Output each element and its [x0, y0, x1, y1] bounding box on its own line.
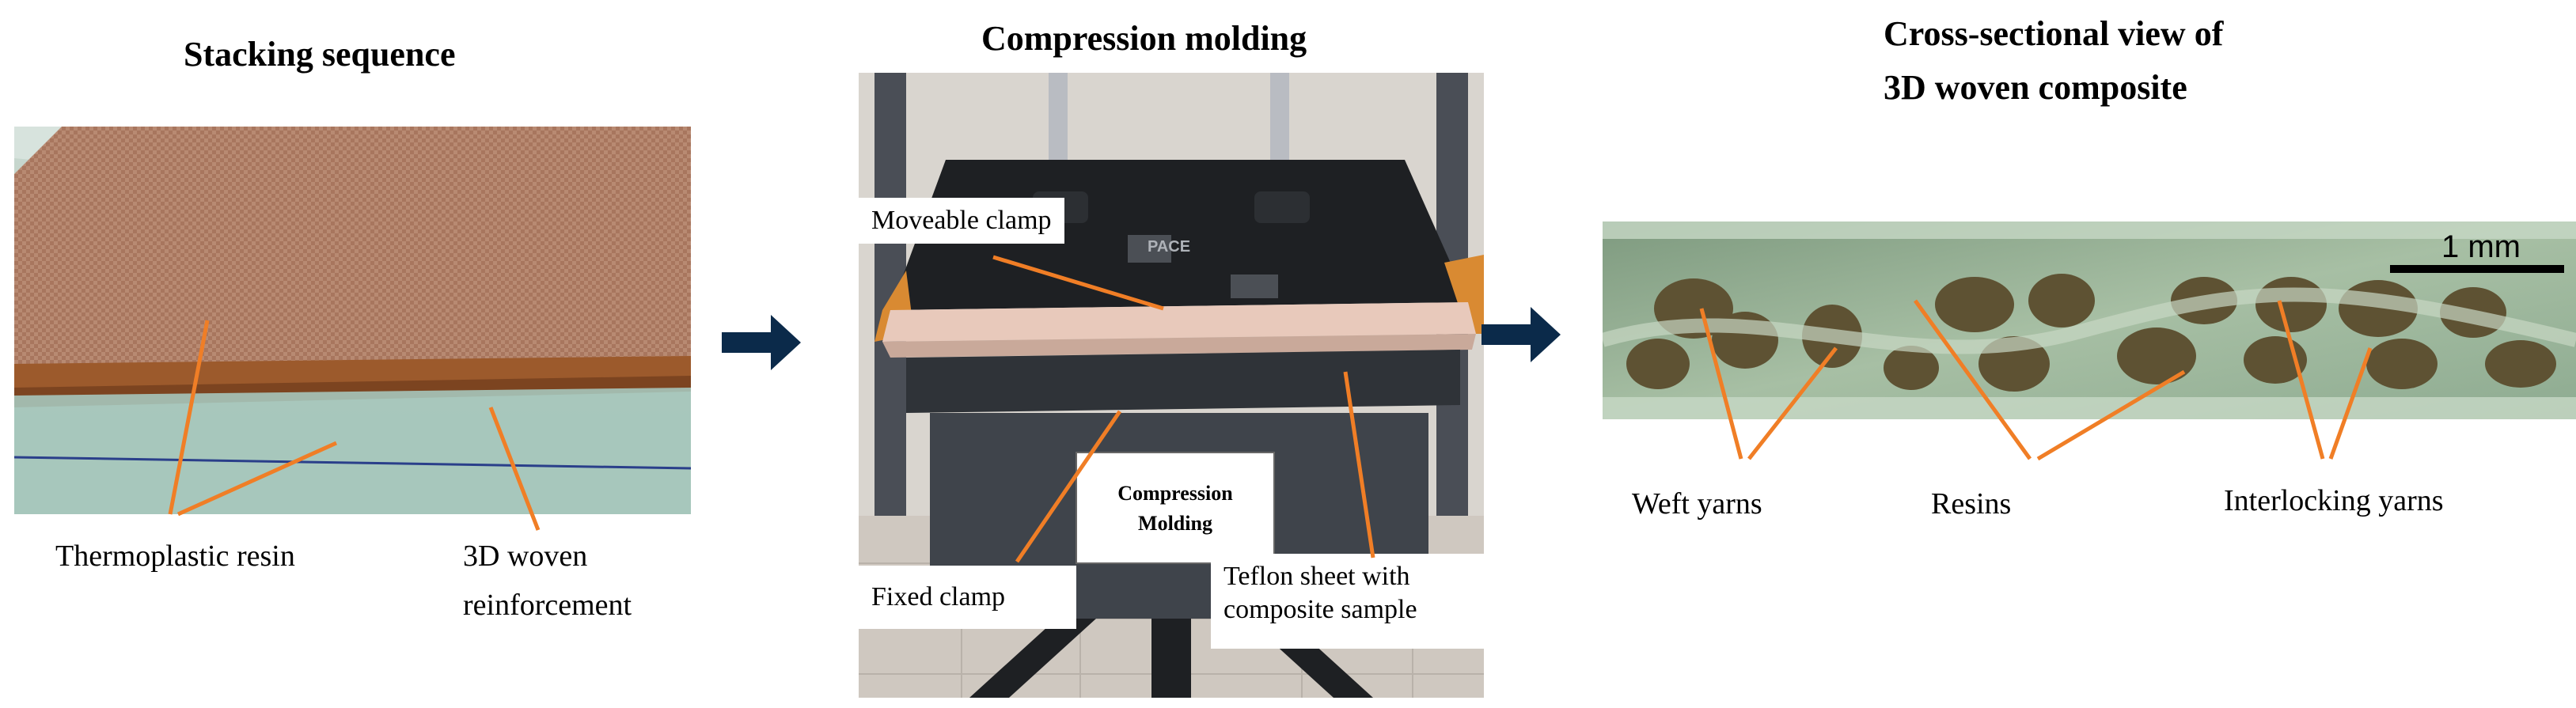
weft-yarns-label: Weft yarns [1632, 487, 1762, 521]
reinforcement-label-line1: 3D woven [463, 540, 588, 573]
resins-label: Resins [1931, 487, 2012, 521]
reinforcement-label-line2: reinforcement [463, 589, 632, 622]
compression-title: Compression molding [981, 19, 1307, 58]
teflon-callout-line1: Teflon sheet with [1224, 562, 1410, 591]
interlocking-yarns-label: Interlocking yarns [2224, 484, 2444, 517]
arrow-right-icon [722, 315, 801, 370]
cross-section-micrograph: 1 mm [1603, 221, 2576, 419]
compression-pointers [992, 255, 1375, 563]
sign-line2: Molding [1138, 512, 1212, 535]
brand-text: PACE [1148, 238, 1190, 256]
fixed-clamp-callout: Fixed clamp [859, 566, 1076, 629]
stacking-title: Stacking sequence [184, 35, 456, 74]
moveable-clamp-callout: Moveable clamp [859, 198, 1064, 244]
arrow-right-icon [1481, 307, 1561, 362]
cross-section-title-line1: Cross-sectional view of [1884, 14, 2224, 53]
stacking-pointers [168, 320, 541, 531]
teflon-callout-line2: composite sample [1224, 595, 1417, 624]
thermoplastic-resin-label: Thermoplastic resin [55, 540, 295, 573]
cross-section-title-line2: 3D woven composite [1884, 68, 2187, 107]
scale-bar-label: 1 mm [2441, 229, 2521, 264]
teflon-callout: Teflon sheet with composite sample [1211, 554, 1484, 649]
sign-line1: Compression [1117, 482, 1233, 505]
